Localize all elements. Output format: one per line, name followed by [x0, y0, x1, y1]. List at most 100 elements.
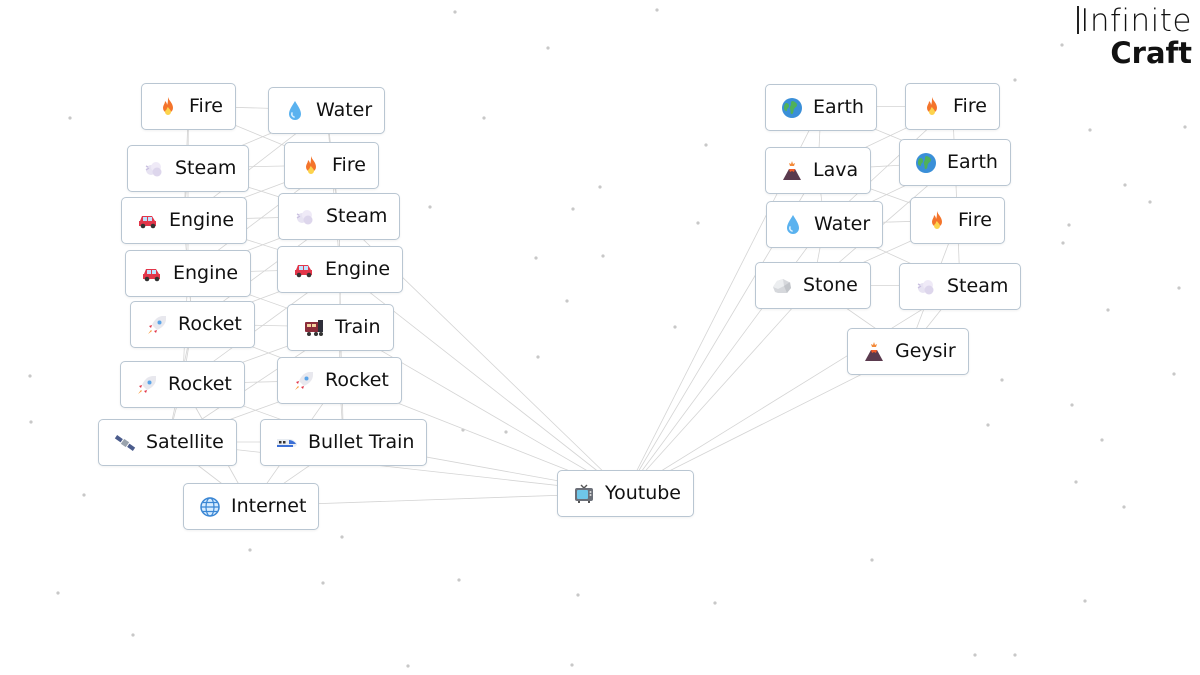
- logo-line-2: Craft: [1110, 36, 1192, 70]
- background-dot: [601, 254, 605, 258]
- element-engine-l1[interactable]: Engine: [121, 197, 248, 244]
- fire-icon: [156, 95, 180, 119]
- background-dot: [56, 591, 60, 595]
- steam-cloud-icon: [914, 275, 938, 299]
- element-label: Youtube: [605, 482, 681, 504]
- element-water-r1[interactable]: Water: [766, 201, 884, 248]
- element-bullettrain-l1[interactable]: Bullet Train: [260, 419, 428, 466]
- element-internet-l1[interactable]: Internet: [183, 483, 320, 530]
- element-fire-r1[interactable]: Fire: [905, 83, 1000, 130]
- background-dot: [1122, 505, 1126, 509]
- element-label: Engine: [169, 209, 235, 231]
- background-dot: [598, 185, 602, 189]
- earth-icon: [780, 96, 804, 120]
- fire-icon: [299, 154, 323, 178]
- element-train-l1[interactable]: Train: [287, 304, 394, 351]
- element-label: Fire: [953, 95, 987, 117]
- background-dot: [1183, 125, 1187, 129]
- background-dot: [576, 593, 580, 597]
- element-satellite-l1[interactable]: Satellite: [98, 419, 237, 466]
- rocket-icon: [292, 369, 316, 393]
- car-icon: [136, 209, 160, 233]
- element-rocket-l1[interactable]: Rocket: [130, 301, 255, 348]
- element-earth-r2[interactable]: Earth: [899, 139, 1011, 186]
- element-engine-l2[interactable]: Engine: [125, 250, 252, 297]
- element-label: Fire: [958, 209, 992, 231]
- element-label: Rocket: [178, 313, 242, 335]
- element-label: Engine: [173, 262, 239, 284]
- satellite-icon: [113, 431, 137, 455]
- fire-icon: [925, 209, 949, 233]
- background-dot: [29, 420, 33, 424]
- element-stone-r1[interactable]: Stone: [755, 262, 871, 309]
- connection-line: [340, 326, 626, 494]
- element-engine-l3[interactable]: Engine: [277, 246, 404, 293]
- element-label: Water: [316, 99, 373, 121]
- element-steam-r1[interactable]: Steam: [899, 263, 1022, 310]
- element-steam-l1[interactable]: Steam: [127, 145, 250, 192]
- background-dot: [131, 633, 135, 637]
- bullet-train-icon: [275, 431, 299, 455]
- background-dot: [1060, 43, 1064, 47]
- steam-cloud-icon: [142, 157, 166, 181]
- element-label: Engine: [325, 258, 391, 280]
- background-dot: [340, 535, 344, 539]
- background-dot: [1100, 438, 1104, 442]
- volcano-icon: [780, 159, 804, 183]
- rocket-icon: [145, 313, 169, 337]
- element-earth-r1[interactable]: Earth: [765, 84, 877, 131]
- background-dot: [1074, 480, 1078, 484]
- element-label: Earth: [813, 96, 864, 118]
- element-fire-l2[interactable]: Fire: [284, 142, 379, 189]
- element-label: Stone: [803, 274, 858, 296]
- element-label: Lava: [813, 159, 859, 181]
- background-dot: [428, 205, 432, 209]
- background-dot: [565, 299, 569, 303]
- element-youtube-c1[interactable]: Youtube: [557, 470, 694, 517]
- element-fire-l1[interactable]: Fire: [141, 83, 236, 130]
- logo-line-1: Infinite: [1080, 3, 1192, 39]
- background-dot: [536, 355, 540, 359]
- connection-line: [625, 284, 814, 494]
- element-label: Rocket: [325, 369, 389, 391]
- background-dot: [457, 578, 461, 582]
- element-geysir-r1[interactable]: Geysir: [847, 328, 969, 375]
- background-dot: [1000, 378, 1004, 382]
- background-dot: [571, 207, 575, 211]
- background-dot: [704, 143, 708, 147]
- element-rocket-l3[interactable]: Rocket: [277, 357, 402, 404]
- car-icon: [292, 258, 316, 282]
- element-steam-l2[interactable]: Steam: [278, 193, 401, 240]
- volcano-icon: [862, 340, 886, 364]
- fire-icon: [920, 95, 944, 119]
- background-dot: [82, 493, 86, 497]
- connection-line: [167, 441, 626, 494]
- background-dot: [453, 10, 457, 14]
- background-dot: [1083, 599, 1087, 603]
- element-label: Fire: [332, 154, 366, 176]
- element-water-l1[interactable]: Water: [268, 87, 386, 134]
- element-label: Steam: [175, 157, 237, 179]
- rocket-icon: [135, 373, 159, 397]
- background-dot: [570, 663, 574, 667]
- background-dot: [482, 116, 486, 120]
- earth-icon: [914, 151, 938, 175]
- connection-line: [625, 285, 961, 494]
- element-label: Water: [814, 213, 871, 235]
- background-dot: [321, 581, 325, 585]
- background-dot: [973, 653, 977, 657]
- element-lava-r1[interactable]: Lava: [765, 147, 872, 194]
- infinite-craft-logo: Infinite Craft: [1077, 6, 1192, 68]
- background-dot: [1088, 128, 1092, 132]
- element-fire-r2[interactable]: Fire: [910, 197, 1005, 244]
- element-rocket-l2[interactable]: Rocket: [120, 361, 245, 408]
- background-dot: [534, 256, 538, 260]
- element-label: Train: [335, 316, 381, 338]
- background-dot: [1067, 223, 1071, 227]
- background-dot: [1013, 653, 1017, 657]
- background-dot: [1013, 78, 1017, 82]
- background-dot: [1172, 372, 1176, 376]
- rock-icon: [770, 274, 794, 298]
- background-dot: [406, 664, 410, 668]
- train-icon: [302, 316, 326, 340]
